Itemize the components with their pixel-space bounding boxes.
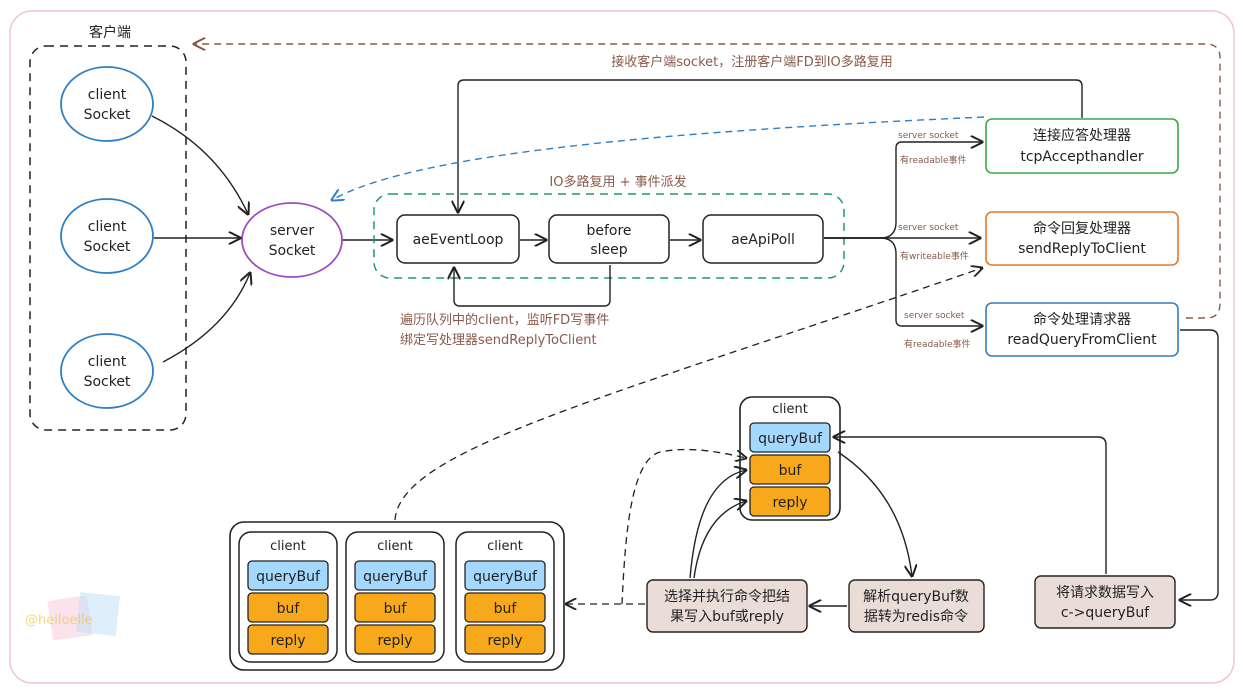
client-group: 客户端 client Socket client Socket client S… [29, 24, 187, 431]
loop-note-line1: 遍历队列中的client，监听FD写事件 [400, 312, 609, 328]
queryBuf-to-execute-dashed-arrow [621, 448, 746, 605]
outer-frame [9, 10, 1235, 684]
client-list-item-1-reply: reply [270, 633, 305, 649]
step-parse-line2: 据转为redis命令 [864, 608, 968, 625]
client-socket-2-line1: client [88, 219, 127, 235]
handler-read: 命令处理请求器 readQueryFromClient server socke… [904, 302, 1179, 357]
watermark-text: @helloelle [25, 613, 93, 628]
client-struct-querybuf: queryBuf [758, 431, 823, 447]
handler-read-event-top: server socket [904, 311, 965, 321]
loop-note-line2: 绑定写处理器sendReplyToClient [400, 333, 597, 348]
client-socket-1: client Socket [60, 66, 154, 142]
accept-to-server-dashed-arrow [332, 116, 985, 200]
ae-api-poll-box: aeApiPoll [702, 214, 824, 264]
step-execute-line2: 果写入buf或reply [670, 609, 784, 625]
ae-event-loop-box: aeEventLoop [396, 214, 520, 264]
client-struct-reply: reply [772, 495, 807, 511]
read-to-client-group-dashed-arrow [194, 44, 1221, 319]
client-struct-buf: buf [779, 463, 803, 479]
before-sleep-box: before sleep [548, 214, 670, 264]
lower-flow-arrows [689, 329, 1219, 606]
client-list-item-3-querybuf: queryBuf [473, 569, 538, 585]
event-loop-group: IO多路复用 + 事件派发 aeEventLoop before sleep a… [373, 174, 845, 279]
handler-accept-line2: tcpAccepthandler [1020, 149, 1144, 165]
client-socket-2: client Socket [60, 198, 154, 274]
client-list-item-1-querybuf: queryBuf [256, 569, 321, 585]
client-list-item-2: client queryBuf buf reply [345, 531, 445, 663]
client-list-item-1: client queryBuf buf reply [238, 531, 338, 663]
client-list-item-3-buf: buf [494, 601, 518, 617]
ae-event-loop-label: aeEventLoop [413, 232, 504, 248]
step-parse-line1: 解析queryBuf数 [863, 589, 969, 605]
handler-read-line2: readQueryFromClient [1007, 332, 1157, 348]
client-group-label: 客户端 [89, 24, 131, 41]
handler-accept: 连接应答处理器 tcpAccepthandler server socket 有… [898, 118, 1179, 174]
loop-note: 遍历队列中的client，监听FD写事件 绑定写处理器sendReplyToCl… [400, 312, 609, 348]
step-execute: 选择并执行命令把结 果写入buf或reply [646, 579, 808, 633]
step-execute-line1: 选择并执行命令把结 [664, 588, 790, 605]
server-socket-line1: server [270, 223, 315, 239]
client-list-item-3: client queryBuf buf reply [455, 531, 555, 663]
client-list-item-2-buf: buf [384, 601, 408, 617]
handler-read-event-bottom: 有readable事件 [904, 338, 971, 350]
client-to-server-arrows [151, 115, 392, 363]
ae-api-poll-label: aeApiPoll [731, 232, 795, 248]
handler-reply-event-bottom: 有writeable事件 [900, 250, 969, 262]
handler-accept-event-bottom: 有readable事件 [900, 154, 967, 166]
handler-accept-line1: 连接应答处理器 [1033, 127, 1131, 144]
client-socket-3-line1: client [88, 354, 127, 370]
before-sleep-line1: before [586, 223, 631, 239]
watermark: @helloelle [25, 592, 120, 641]
event-loop-group-label: IO多路复用 + 事件派发 [549, 174, 686, 190]
handler-reply-line1: 命令回复处理器 [1033, 220, 1131, 237]
client-struct-title: client [772, 402, 808, 417]
handler-accept-event-top: server socket [898, 131, 959, 141]
client-list-item-3-reply: reply [487, 633, 522, 649]
handler-reply-line2: sendReplyToClient [1018, 241, 1146, 257]
client-socket-3: client Socket [60, 333, 154, 409]
step-parse: 解析queryBuf数 据转为redis命令 [848, 579, 985, 633]
client-list: client queryBuf buf reply client queryBu… [229, 521, 565, 671]
handler-reply: 命令回复处理器 sendReplyToClient server socket … [898, 211, 1179, 266]
client-list-item-3-title: client [487, 539, 523, 554]
client-socket-1-line2: Socket [84, 107, 131, 123]
top-label: 接收客户端socket，注册客户端FD到IO多路复用 [611, 54, 893, 70]
client-list-item-2-reply: reply [377, 633, 412, 649]
handler-read-line1: 命令处理请求器 [1033, 311, 1131, 328]
client-socket-2-line2: Socket [84, 239, 131, 255]
step-write-query-line2: c->queryBuf [1061, 605, 1150, 621]
client-list-item-2-title: client [377, 539, 413, 554]
client-struct: client queryBuf buf reply [739, 396, 841, 521]
client-list-item-1-title: client [270, 539, 306, 554]
client-list-item-1-buf: buf [277, 601, 301, 617]
event-loop-arrows [454, 79, 1083, 326]
client-socket-3-line2: Socket [84, 374, 131, 390]
step-write-query-line1: 将请求数据写入 [1056, 585, 1154, 601]
client-socket-1-line1: client [88, 87, 127, 103]
server-socket: server Socket [241, 202, 343, 278]
step-write-query: 将请求数据写入 c->queryBuf [1034, 575, 1176, 629]
handler-reply-event-top: server socket [898, 223, 959, 233]
server-socket-line2: Socket [269, 243, 316, 259]
before-sleep-line2: sleep [590, 242, 627, 258]
client-list-item-2-querybuf: queryBuf [363, 569, 428, 585]
